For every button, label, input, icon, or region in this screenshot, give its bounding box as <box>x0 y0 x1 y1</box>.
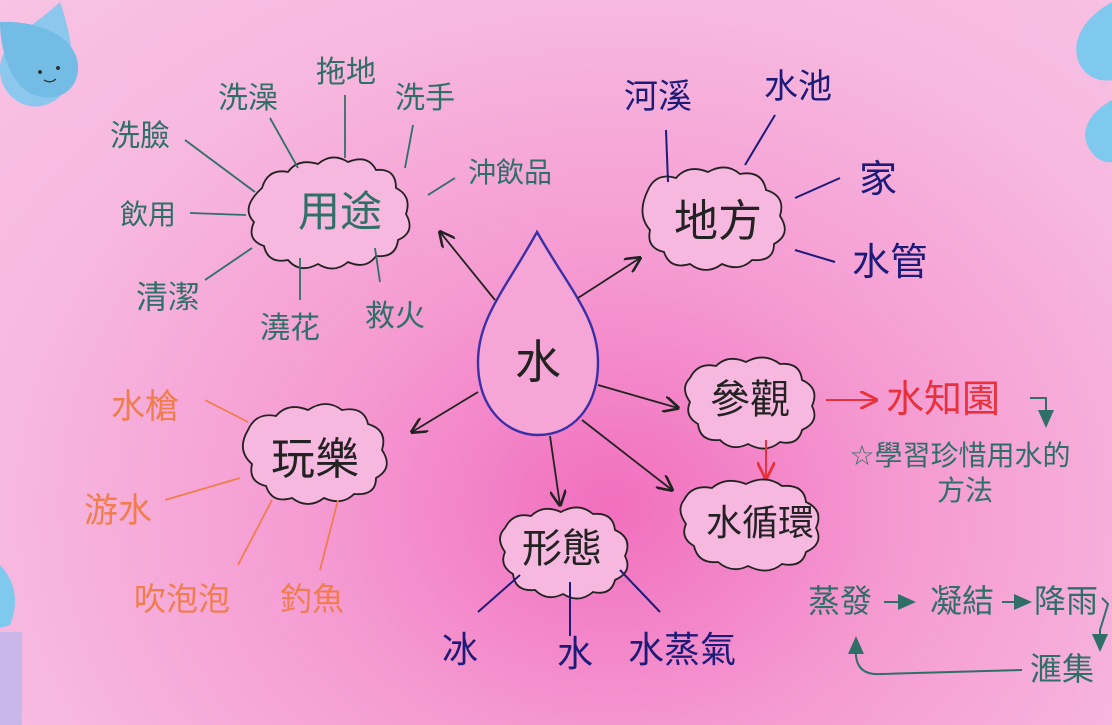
forms-label: 形態 <box>522 526 602 572</box>
places-node: 地方 <box>641 166 786 271</box>
uses-node: 用途 <box>247 156 411 270</box>
play-item-fishing: 釣魚 <box>280 580 344 618</box>
uses-item-cleaning: 清潔 <box>136 278 200 316</box>
uses-item-mop: 拖地 <box>316 55 376 90</box>
play-branches <box>164 399 339 571</box>
forms-item-ice: 冰 <box>442 630 478 671</box>
cycle-step-rain: 降雨 <box>1034 582 1098 620</box>
water-droplet-icon <box>0 21 79 98</box>
visit-note-arrow <box>1030 397 1054 428</box>
cycle-arrow-3 <box>1092 597 1110 652</box>
play-item-bubbles: 吹泡泡 <box>134 580 230 618</box>
places-item-home: 家 <box>859 157 897 201</box>
play-item-water-gun: 水槍 <box>111 387 179 427</box>
uses-item-wash-hands: 洗手 <box>395 81 455 116</box>
places-branches <box>665 114 841 263</box>
corner-strip <box>0 632 22 725</box>
places-item-pond: 水池 <box>764 67 832 107</box>
forms-node: 形態 <box>499 506 629 600</box>
visit-target: 水知園 <box>886 377 1000 421</box>
forms-item-steam: 水蒸氣 <box>628 630 736 671</box>
water-droplet-icon <box>0 565 15 628</box>
play-item-swimming: 游水 <box>84 491 152 531</box>
visit-label: 參觀 <box>710 377 790 423</box>
center-arrows <box>412 232 678 505</box>
cycle-step-evaporation: 蒸發 <box>808 582 872 620</box>
play-label: 玩樂 <box>271 434 359 485</box>
places-label: 地方 <box>674 196 762 247</box>
uses-item-firefighting: 救火 <box>365 299 425 334</box>
center-node: 水 <box>476 229 600 437</box>
uses-item-drinks: 沖飲品 <box>468 156 552 189</box>
uses-item-bath: 洗澡 <box>218 81 278 116</box>
play-node: 玩樂 <box>242 403 388 505</box>
uses-branches <box>184 95 456 300</box>
uses-item-wash-face: 洗臉 <box>110 119 170 154</box>
places-item-river: 河溪 <box>624 77 692 117</box>
center-label: 水 <box>515 335 561 389</box>
visit-note-line1: ☆學習珍惜用水的 <box>849 439 1070 472</box>
water-droplet-icon <box>1076 2 1112 163</box>
cycle-label: 水循環 <box>706 503 814 544</box>
uses-label: 用途 <box>298 187 382 236</box>
cycle-node: 水循環 <box>679 478 820 572</box>
visit-note-line2: 方法 <box>937 474 993 507</box>
forms-item-water: 水 <box>557 634 593 675</box>
uses-item-drinking: 飲用 <box>120 198 176 231</box>
cycle-step-collection: 滙集 <box>1030 650 1094 688</box>
uses-item-watering: 澆花 <box>260 311 320 346</box>
cycle-step-condensation: 凝結 <box>930 582 994 620</box>
visit-node: 參觀 <box>684 356 816 450</box>
cycle-arrow-4 <box>848 636 1023 676</box>
forms-branches <box>477 569 661 636</box>
places-item-pipe: 水管 <box>852 240 928 284</box>
